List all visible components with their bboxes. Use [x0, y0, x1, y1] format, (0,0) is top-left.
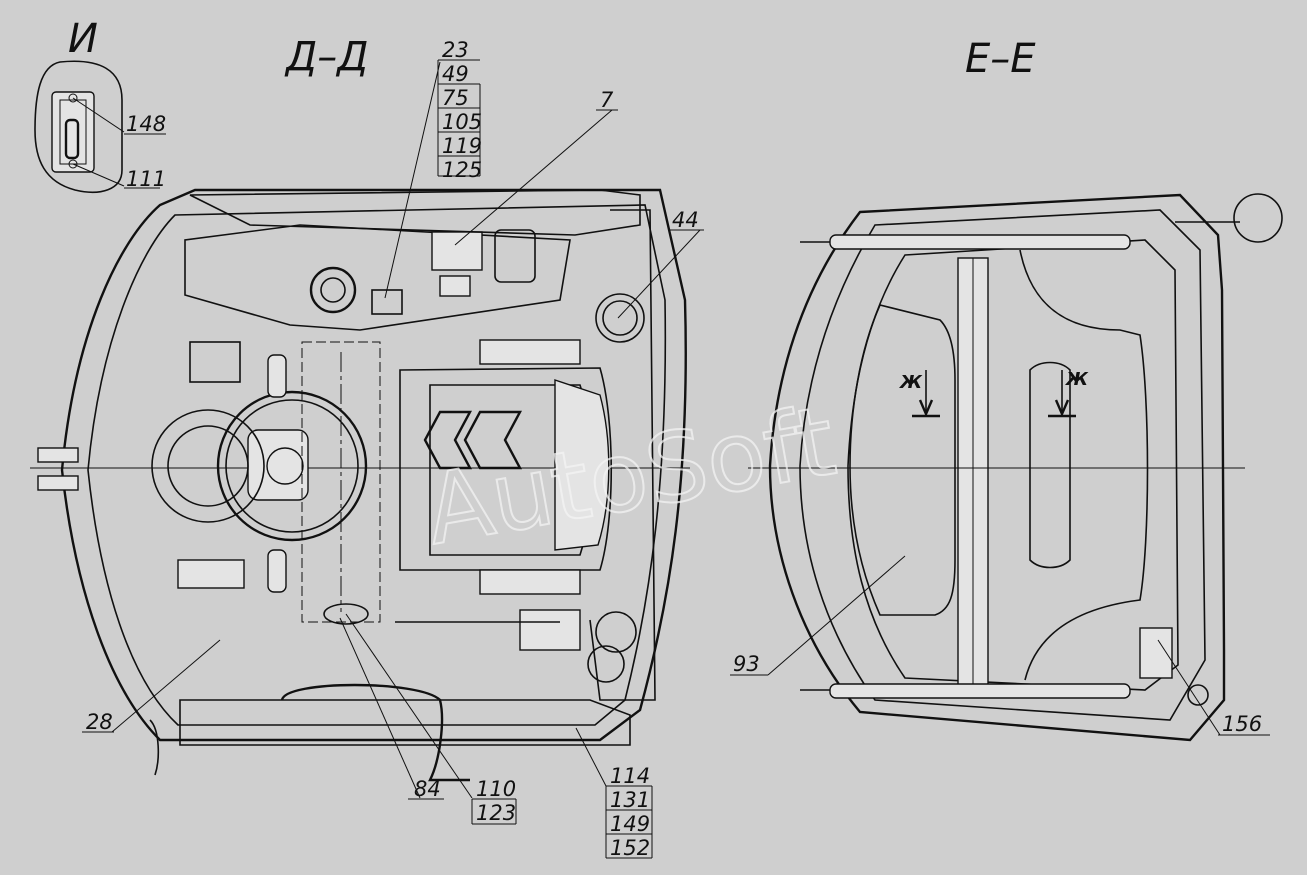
stack-top-item: 119 — [442, 134, 482, 158]
section-d-view — [30, 61, 701, 799]
callout-stack-top: 23 49 75 105 119 125 — [437, 38, 482, 182]
callout-28: 28 — [82, 710, 114, 734]
view-title-section-e: Е–Е — [965, 36, 1036, 82]
stack-mid-item: 110 — [476, 777, 516, 801]
callout-44-label: 44 — [672, 208, 699, 232]
stack-top-item: 23 — [442, 38, 469, 62]
callout-111-label: 111 — [126, 167, 166, 191]
stack-top-item: 49 — [442, 62, 469, 86]
callout-156: 156 — [1218, 712, 1270, 736]
callout-148-label: 148 — [126, 112, 166, 136]
callout-93-label: 93 — [733, 652, 760, 676]
stack-bottom-item: 149 — [610, 812, 650, 836]
callout-84-label: 84 — [414, 777, 441, 801]
section-e-view — [748, 193, 1283, 742]
stack-bottom-item: 114 — [610, 764, 650, 788]
callout-156-label: 156 — [1222, 712, 1262, 736]
callout-93: 93 — [730, 652, 768, 676]
callout-stack-bottom: 114 131 149 152 — [605, 764, 653, 860]
callout-7: 7 — [596, 88, 618, 112]
stack-top-item: 125 — [442, 158, 482, 182]
detail-i-view — [34, 60, 125, 193]
callout-stack-mid: 110 123 — [471, 777, 517, 825]
callout-111: 111 — [124, 167, 166, 191]
stack-top-item: 105 — [442, 110, 482, 134]
stack-top-item: 75 — [442, 86, 469, 110]
stack-mid-item: 123 — [476, 801, 516, 825]
callout-148: 148 — [124, 112, 166, 136]
view-title-detail-i: И — [68, 16, 98, 62]
cut-mark-right-label: Ж — [1064, 369, 1089, 390]
callout-44: 44 — [670, 208, 704, 232]
callout-7-label: 7 — [600, 88, 614, 112]
view-title-section-d: Д–Д — [284, 34, 369, 80]
stack-bottom-item: 152 — [610, 836, 650, 860]
callout-84: 84 — [408, 777, 444, 801]
cut-mark-left-label: Ж — [898, 372, 923, 393]
stack-bottom-item: 131 — [610, 788, 650, 812]
callout-28-label: 28 — [86, 710, 113, 734]
